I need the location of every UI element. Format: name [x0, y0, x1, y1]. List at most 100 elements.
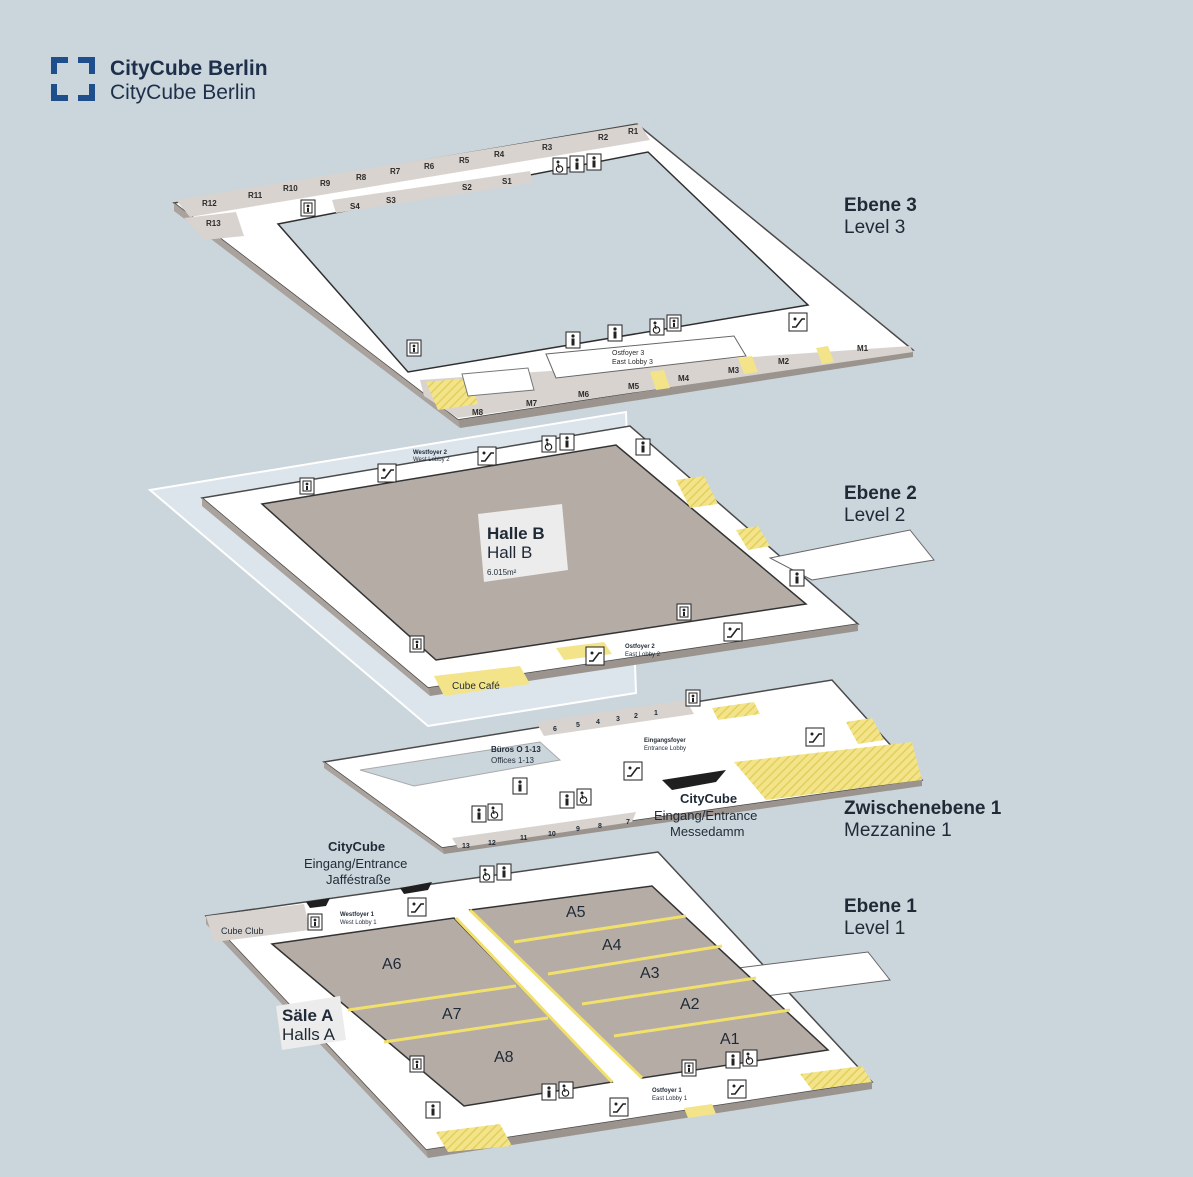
offices-de: Büros O 1-13: [491, 745, 541, 754]
jaffestrasse-street: Jafféstraße: [326, 872, 391, 887]
wheelchair-icon: [541, 435, 557, 453]
toilet-icon: [512, 777, 528, 795]
room-r7: R7: [390, 167, 401, 176]
hall-b-area: 6.015m²: [487, 568, 517, 577]
room-m5: M5: [628, 382, 640, 391]
east-lobby-1-de: Ostfoyer 1: [652, 1088, 682, 1094]
level-3-floor: [172, 123, 915, 428]
toilet-icon: [565, 331, 581, 349]
room-r11: R11: [248, 191, 263, 200]
toilet-icon: [607, 324, 623, 342]
toilet-icon: [541, 1083, 557, 1101]
hall-a1: A1: [720, 1031, 740, 1048]
hall-a6: A6: [382, 956, 402, 973]
brand-name-en: CityCube Berlin: [110, 81, 256, 104]
halls-a-de: Säle A: [282, 1006, 333, 1025]
escalator-icon: [723, 622, 743, 642]
messedamm-entrance-label: Eingang/Entrance: [654, 808, 757, 823]
room-s2: S2: [462, 183, 472, 192]
toilet-icon: [471, 805, 487, 823]
room-r13: R13: [206, 219, 221, 228]
level-3-heading: Ebene 3 Level 3: [844, 195, 917, 239]
level-2-heading: Ebene 2 Level 2: [844, 483, 917, 527]
west-lobby-2-de: Westfoyer 2: [413, 450, 448, 456]
office-3: 3: [616, 716, 620, 723]
level-2-en: Level 2: [844, 505, 906, 526]
elevator-icon: [406, 339, 422, 357]
room-r12: R12: [202, 199, 217, 208]
mezzanine-1-en: Mezzanine 1: [844, 820, 952, 841]
east-lobby-3-en: East Lobby 3: [612, 359, 653, 366]
room-s1: S1: [502, 177, 512, 186]
elevator-icon: [307, 913, 323, 931]
cube-cafe-label: Cube Café: [452, 681, 500, 692]
level-2-de: Ebene 2: [844, 483, 917, 504]
office-7: 7: [626, 819, 630, 826]
hall-a2: A2: [680, 996, 700, 1013]
escalator-icon: [377, 463, 397, 483]
wheelchair-icon: [479, 865, 495, 883]
elevator-icon: [666, 314, 682, 332]
office-2: 2: [634, 713, 638, 720]
wheelchair-icon: [487, 803, 503, 821]
escalator-icon: [623, 761, 643, 781]
elevator-icon: [300, 199, 316, 217]
halls-a-en: Halls A: [282, 1025, 336, 1044]
entrance-lobby-de: Eingangsfoyer: [644, 738, 686, 744]
office-11: 11: [520, 835, 528, 842]
room-r3: R3: [542, 143, 553, 152]
messedamm-street: Messedamm: [670, 824, 744, 839]
east-lobby-2-en: East Lobby 2: [625, 652, 661, 658]
wheelchair-icon: [558, 1081, 574, 1099]
room-m6: M6: [578, 390, 590, 399]
level-1-heading: Ebene 1 Level 1: [844, 896, 917, 940]
elevator-icon: [409, 1055, 425, 1073]
wheelchair-icon: [649, 318, 665, 336]
room-r4: R4: [494, 150, 505, 159]
east-lobby-1-en: East Lobby 1: [652, 1096, 688, 1102]
office-4: 4: [596, 719, 600, 726]
room-m7: M7: [526, 399, 538, 408]
toilet-icon: [569, 155, 585, 173]
entrance-lobby-en: Entrance Lobby: [644, 746, 686, 752]
level-3-en: Level 3: [844, 217, 906, 238]
hall-a4: A4: [602, 937, 622, 954]
toilet-icon: [559, 433, 575, 451]
escalator-icon: [788, 312, 808, 332]
elevator-icon: [409, 635, 425, 653]
messedamm-entrance-name: CityCube: [680, 791, 737, 806]
level-2-labels: Halle B Hall B 6.015m² Westfoyer 2 West …: [413, 450, 661, 692]
brand-name-de: CityCube Berlin: [110, 57, 268, 80]
jaffestrasse-entrance-name: CityCube: [328, 839, 385, 854]
wheelchair-icon: [552, 157, 568, 175]
room-r5: R5: [459, 156, 470, 165]
toilet-icon: [635, 438, 651, 456]
toilet-icon: [789, 569, 805, 587]
mezzanine-1-de: Zwischenebene 1: [844, 798, 1002, 819]
hall-a3: A3: [640, 965, 660, 982]
room-m3: M3: [728, 366, 740, 375]
office-6: 6: [553, 726, 557, 733]
jaffestrasse-entrance-label: Eingang/Entrance: [304, 856, 407, 871]
elevator-icon: [676, 603, 692, 621]
west-lobby-2-en: West Lobby 2: [413, 457, 450, 463]
escalator-icon: [477, 446, 497, 466]
level-1-floor: [204, 851, 891, 1158]
office-9: 9: [576, 826, 580, 833]
brand: CityCube Berlin CityCube Berlin: [110, 57, 268, 105]
east-lobby-3-de: Ostfoyer 3: [612, 350, 644, 357]
mezzanine-1-heading: Zwischenebene 1 Mezzanine 1: [844, 798, 1001, 842]
mezzanine-labels: Büros O 1-13 Offices 1-13 Eingangsfoyer …: [462, 710, 757, 850]
level-1-en: Level 1: [844, 918, 906, 939]
elevator-icon: [685, 689, 701, 707]
toilet-icon: [586, 153, 602, 171]
cube-club-label: Cube Club: [221, 926, 264, 936]
citycube-logo-icon: [51, 57, 95, 101]
escalator-icon: [407, 897, 427, 917]
hall-a8: A8: [494, 1049, 514, 1066]
west-lobby-1-en: West Lobby 1: [340, 920, 377, 926]
wheelchair-icon: [742, 1049, 758, 1067]
level-1-labels: CityCube Eingang/Entrance Jafféstraße Cu…: [221, 839, 740, 1102]
elevator-icon: [681, 1059, 697, 1077]
